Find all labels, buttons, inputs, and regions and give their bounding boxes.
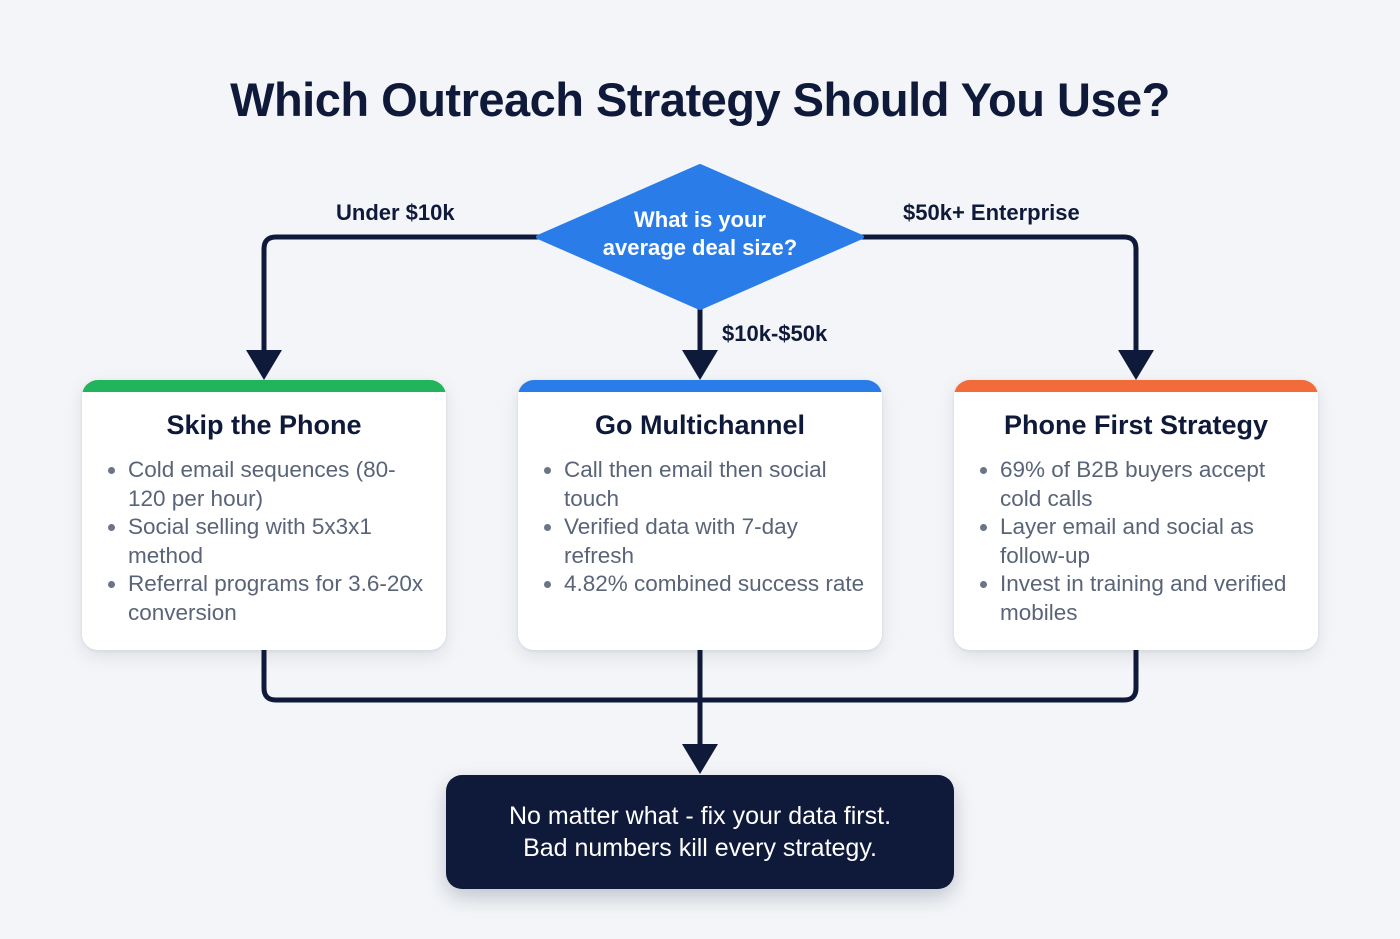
strategy-card-phone-first: Phone First Strategy 69% of B2B buyers a… (954, 380, 1318, 650)
branch-label-middle: $10k-$50k (722, 321, 828, 346)
card-accent-bar (954, 380, 1318, 392)
bullet-icon (108, 467, 115, 474)
card-accent-bar (82, 380, 446, 392)
conclusion-box: No matter what - fix your data first. Ba… (446, 775, 954, 889)
arrow-right-icon (1118, 350, 1154, 380)
conclusion-line1: No matter what - fix your data first. (508, 802, 892, 830)
list-item-text: Cold email sequences (80-120 per hour) (128, 457, 396, 511)
bullet-icon (544, 524, 551, 531)
arrow-left-icon (246, 350, 282, 380)
list-item: Referral programs for 3.6-20x conversion (106, 570, 430, 627)
list-item-text: Social selling with 5x3x1 method (128, 514, 372, 568)
strategy-card-skip-phone: Skip the Phone Cold email sequences (80-… (82, 380, 446, 650)
bullet-icon (108, 524, 115, 531)
page-title: Which Outreach Strategy Should You Use? (230, 73, 1170, 126)
arrow-middle-icon (682, 350, 718, 380)
bullet-icon (980, 581, 987, 588)
bullet-icon (544, 467, 551, 474)
connector-left (261, 234, 540, 352)
decision-question: What is your average deal size? (560, 206, 840, 262)
card-body (518, 392, 882, 650)
list-item-text: Referral programs for 3.6-20x conversion (128, 571, 424, 625)
arrow-conclusion-icon (682, 744, 718, 774)
branch-label-left: Under $10k (336, 200, 455, 225)
list-item: Layer email and social as follow-up (978, 513, 1302, 570)
card-bullet-list: Cold email sequences (80-120 per hour) S… (106, 456, 430, 627)
list-item: Invest in training and verified mobiles (978, 570, 1302, 627)
decision-question-line2: average deal size? (602, 235, 798, 260)
decision-question-line1: What is your (633, 207, 766, 232)
card-title: Phone First Strategy (1003, 410, 1269, 440)
list-item-text: Invest in training and verified mobiles (1000, 571, 1287, 625)
list-item: Cold email sequences (80-120 per hour) (106, 456, 430, 513)
list-item-text: 4.82% combined success rate (564, 571, 865, 596)
card-bullet-list: Call then email then social touch Verifi… (542, 456, 866, 599)
bullet-icon (108, 581, 115, 588)
connector-right (860, 234, 1139, 352)
card-body (954, 392, 1318, 650)
card-bullet-list: 69% of B2B buyers accept cold calls Laye… (978, 456, 1302, 627)
conclusion-line2: Bad numbers kill every strategy. (523, 834, 877, 862)
card-accent-bar (518, 380, 882, 392)
list-item: 4.82% combined success rate (542, 570, 866, 599)
connector-merge-left (261, 650, 700, 703)
card-title: Skip the Phone (166, 410, 362, 440)
decision-diamond (536, 164, 864, 310)
card-title: Go Multichannel (594, 410, 805, 440)
list-item-text: Call then email then social touch (564, 457, 827, 511)
list-item-text: Layer email and social as follow-up (1000, 514, 1254, 568)
list-item-text: Verified data with 7-day refresh (564, 514, 798, 568)
list-item: Social selling with 5x3x1 method (106, 513, 430, 570)
connector-merge-right (700, 650, 1139, 703)
branch-label-right: $50k+ Enterprise (903, 200, 1080, 225)
strategy-card-multichannel: Go Multichannel Call then email then soc… (518, 380, 882, 650)
bullet-icon (544, 581, 551, 588)
list-item-text: 69% of B2B buyers accept cold calls (1000, 457, 1266, 511)
bullet-icon (980, 467, 987, 474)
card-body (82, 392, 446, 650)
list-item: 69% of B2B buyers accept cold calls (978, 456, 1302, 513)
list-item: Verified data with 7-day refresh (542, 513, 866, 570)
list-item: Call then email then social touch (542, 456, 866, 513)
bullet-icon (980, 524, 987, 531)
